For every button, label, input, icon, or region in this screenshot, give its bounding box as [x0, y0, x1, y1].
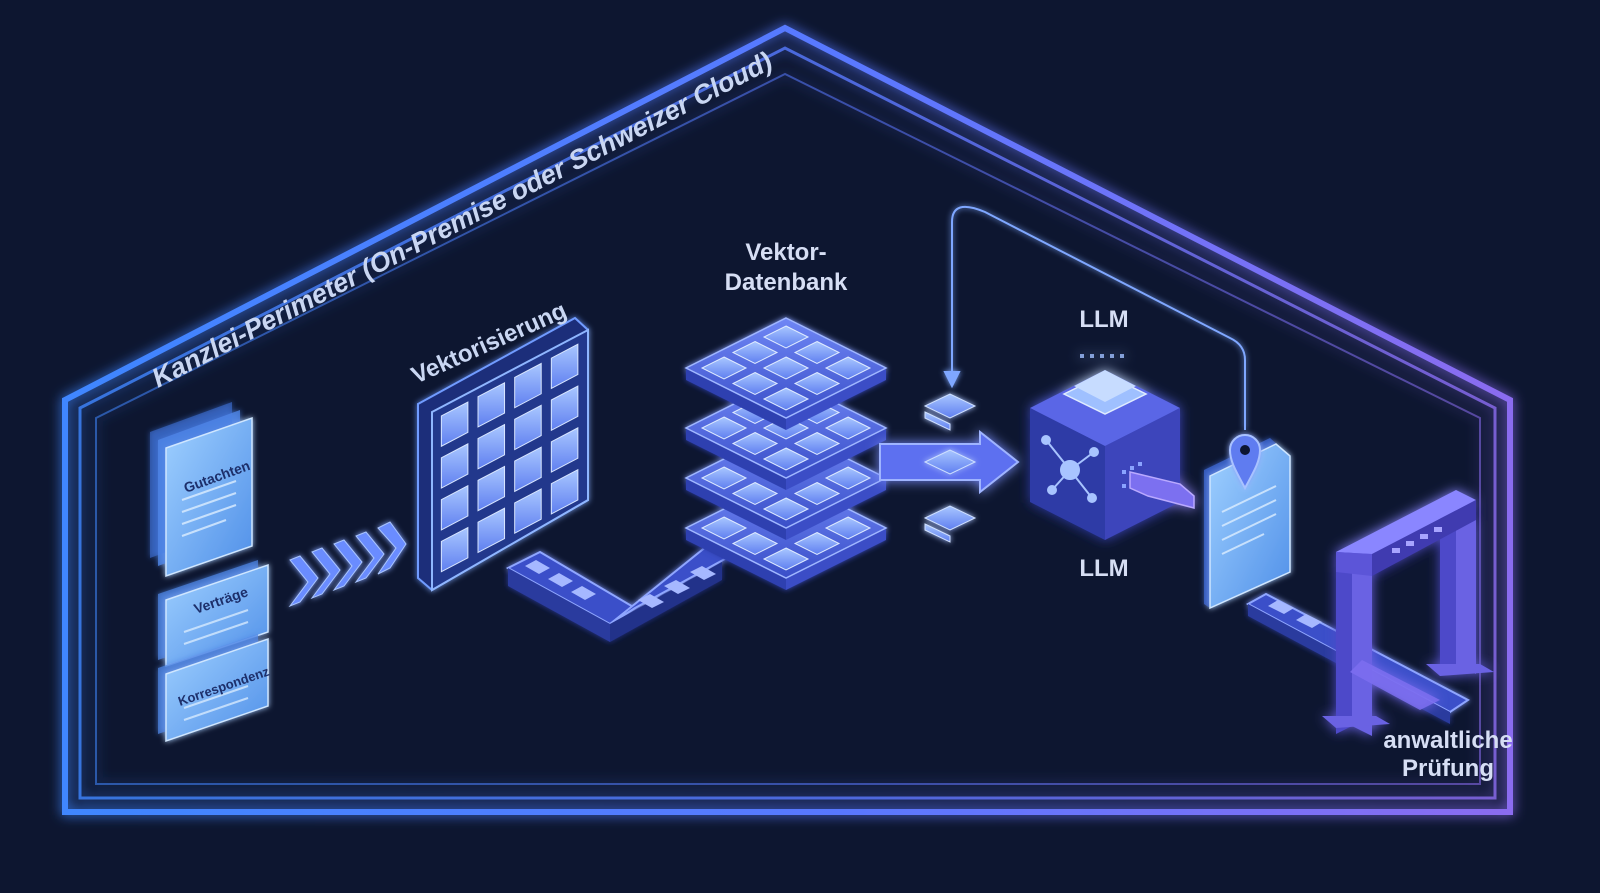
db-slab-side: [686, 428, 786, 490]
db-tile: [824, 466, 872, 490]
db-tile: [793, 481, 841, 506]
db-tile: [824, 516, 872, 540]
vector-tile: [550, 468, 579, 515]
db-slab-side: [686, 478, 786, 540]
vector-tile: [514, 404, 542, 451]
conveyor-belt: [505, 532, 748, 642]
vector-tile: [477, 507, 506, 554]
db-slab-side: [686, 528, 786, 590]
document-stack-korrespondenz: [158, 634, 269, 743]
db-tile: [731, 531, 779, 556]
vector-tile: [514, 488, 542, 535]
db-tile: [793, 340, 841, 365]
db-slab-side: [786, 478, 886, 540]
db-tile: [731, 431, 779, 456]
vector-tile: [550, 385, 579, 432]
vectorization-grid: [417, 316, 589, 592]
db-tile: [762, 325, 810, 349]
vector-tile: [514, 362, 542, 409]
db-tile: [700, 516, 748, 540]
vector-tile: [550, 343, 579, 390]
vector-tile: [477, 465, 506, 512]
vector-tile: [440, 526, 469, 573]
db-tile: [700, 466, 748, 490]
db-slab-side: [786, 368, 886, 430]
vector-tile: [440, 443, 469, 489]
db-tile: [700, 416, 748, 440]
db-tile: [824, 356, 872, 380]
db-slab-side: [786, 528, 886, 590]
chevron-arrows-icon: [288, 521, 407, 608]
db-tile: [731, 340, 779, 365]
db-tile: [793, 531, 841, 556]
db-tile: [731, 481, 779, 506]
perimeter-outline: [62, 24, 1513, 815]
llm-cube: [1030, 354, 1195, 540]
review-title-line1: anwaltliche: [1383, 727, 1512, 754]
review-title-line2: Prüfung: [1402, 755, 1494, 782]
db-tile: [793, 431, 841, 456]
vector-tile: [440, 401, 469, 448]
feedback-loop-line: [943, 205, 1246, 430]
vector-tile: [550, 427, 579, 473]
db-tile: [762, 497, 810, 521]
vector-db-title-line2: Datenbank: [725, 269, 848, 296]
vector-tile: [514, 446, 542, 493]
db-tile: [762, 547, 810, 571]
db-tile: [793, 371, 841, 396]
db-tile: [762, 387, 810, 411]
output-document: [1204, 438, 1291, 610]
vector-database-stack: [684, 317, 888, 590]
location-pin-icon: [1228, 434, 1262, 491]
db-tile: [700, 356, 748, 380]
db-slab-side: [786, 428, 886, 490]
vector-tile: [440, 484, 469, 531]
document-stack-gutachten: [150, 402, 253, 578]
llm-label-top: LLM: [1079, 306, 1128, 333]
query-tiles: [923, 393, 977, 543]
vector-tile: [477, 381, 506, 428]
review-gate: [1322, 490, 1494, 736]
vector-db-title-line1: Vektor-: [745, 239, 826, 266]
llm-label-bottom: LLM: [1079, 555, 1128, 582]
document-stack-vertraege: [158, 560, 269, 668]
db-tile: [762, 356, 810, 380]
db-tile: [731, 371, 779, 396]
vector-tile: [477, 423, 506, 470]
db-tile: [762, 447, 810, 471]
db-tile: [824, 416, 872, 440]
db-slab-side: [686, 368, 786, 430]
